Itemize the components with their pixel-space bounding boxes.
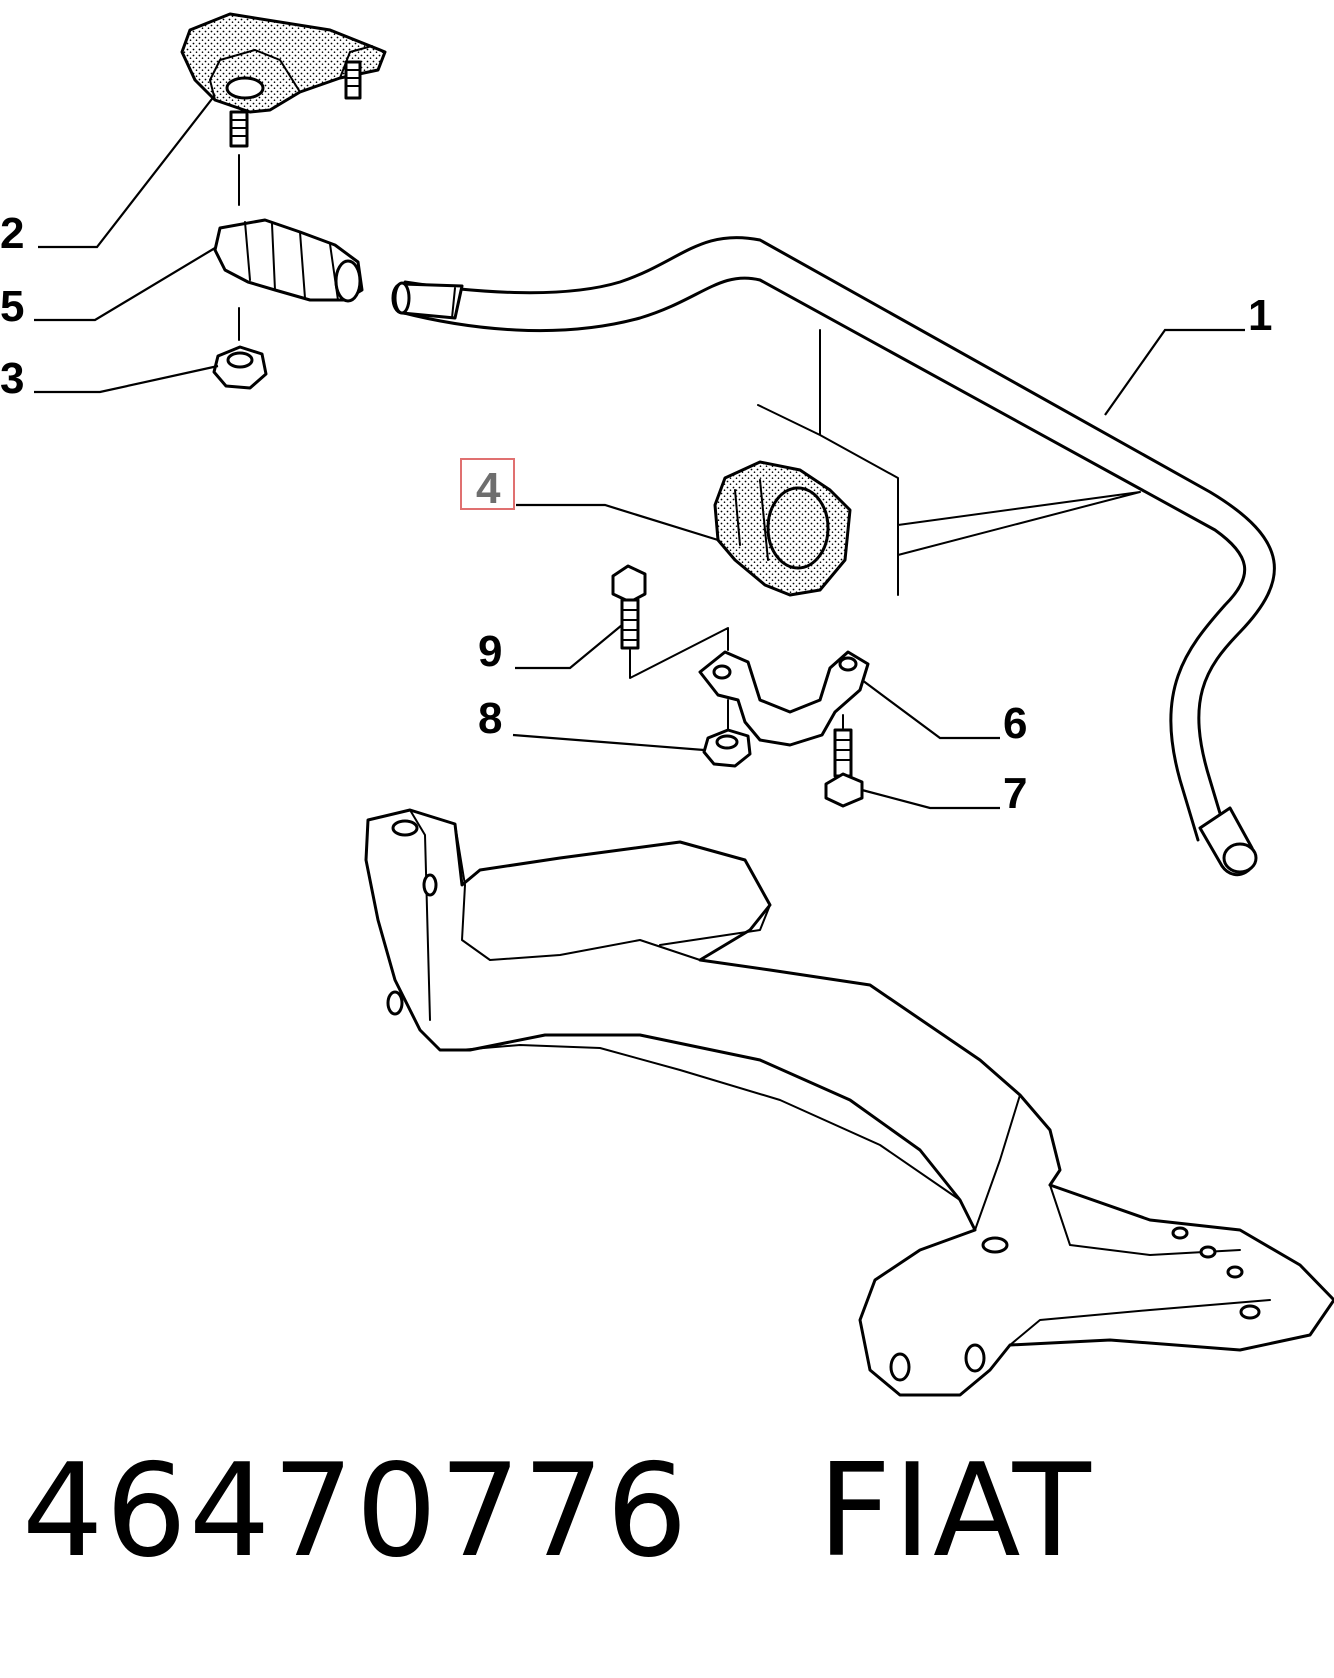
bolt-part-7 xyxy=(824,728,864,808)
subframe-crossmember xyxy=(364,808,1334,1397)
callout-3: 3 xyxy=(0,354,24,403)
brand-name: FIAT xyxy=(817,1437,1093,1586)
callout-7: 7 xyxy=(1003,769,1027,818)
nut-part-8 xyxy=(702,728,752,768)
bolt-part-9 xyxy=(611,564,647,650)
callout-2: 2 xyxy=(0,209,24,258)
callout-4-highlight-box xyxy=(460,458,515,510)
callout-1: 1 xyxy=(1248,291,1272,340)
bushing-part-5 xyxy=(213,218,364,303)
bar-bushing-part-4 xyxy=(713,460,852,597)
callout-8: 8 xyxy=(478,694,502,743)
leader-lines xyxy=(34,94,1245,810)
callout-labels: 1 2 3 4 5 6 7 8 9 xyxy=(0,209,1272,818)
assembly-axis-right xyxy=(629,627,844,731)
stabilizer-bar-part-1 xyxy=(391,236,1276,877)
part-caption: 46470776 FIAT xyxy=(22,1448,1093,1576)
part-number: 46470776 xyxy=(22,1437,690,1586)
callout-4: 4 xyxy=(476,464,501,513)
mounting-bracket-part-2 xyxy=(180,12,387,148)
callout-6: 6 xyxy=(1003,699,1027,748)
break-lines xyxy=(757,329,1141,596)
callout-5: 5 xyxy=(0,282,24,331)
callout-9: 9 xyxy=(478,627,502,676)
clamp-bracket-part-6 xyxy=(698,650,870,747)
nut-part-3 xyxy=(212,345,268,390)
